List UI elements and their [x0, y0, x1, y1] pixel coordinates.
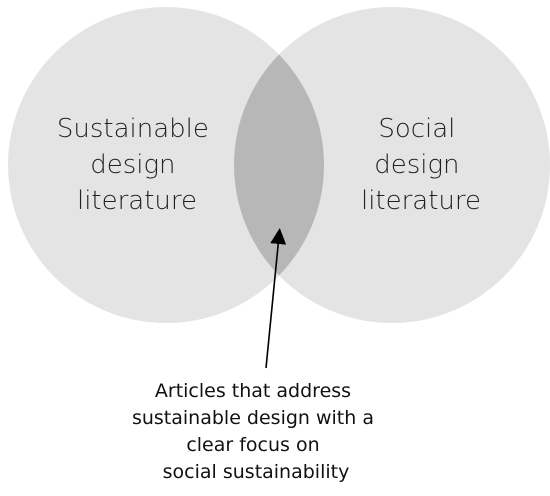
overlap-caption: Articles that address sustainable design… [132, 380, 380, 483]
right-circle-label: Social design literature [361, 114, 481, 216]
caption-line-4: social sustainability [163, 461, 350, 483]
caption-line-3: clear focus on [186, 434, 319, 456]
caption-line-2: sustainable design with a [132, 407, 374, 429]
left-circle [8, 7, 324, 323]
left-label-line-1: Sustainable [57, 114, 209, 144]
caption-line-1: Articles that address [155, 380, 351, 402]
left-label-line-3: literature [77, 186, 197, 216]
left-label-line-2: design [90, 150, 175, 180]
left-circle-label: Sustainable design literature [57, 114, 217, 216]
right-label-line-3: literature [361, 186, 481, 216]
right-label-line-2: design [374, 150, 459, 180]
right-label-line-1: Social [378, 114, 455, 144]
pointer-arrow [265, 228, 287, 369]
right-circle [234, 7, 550, 323]
